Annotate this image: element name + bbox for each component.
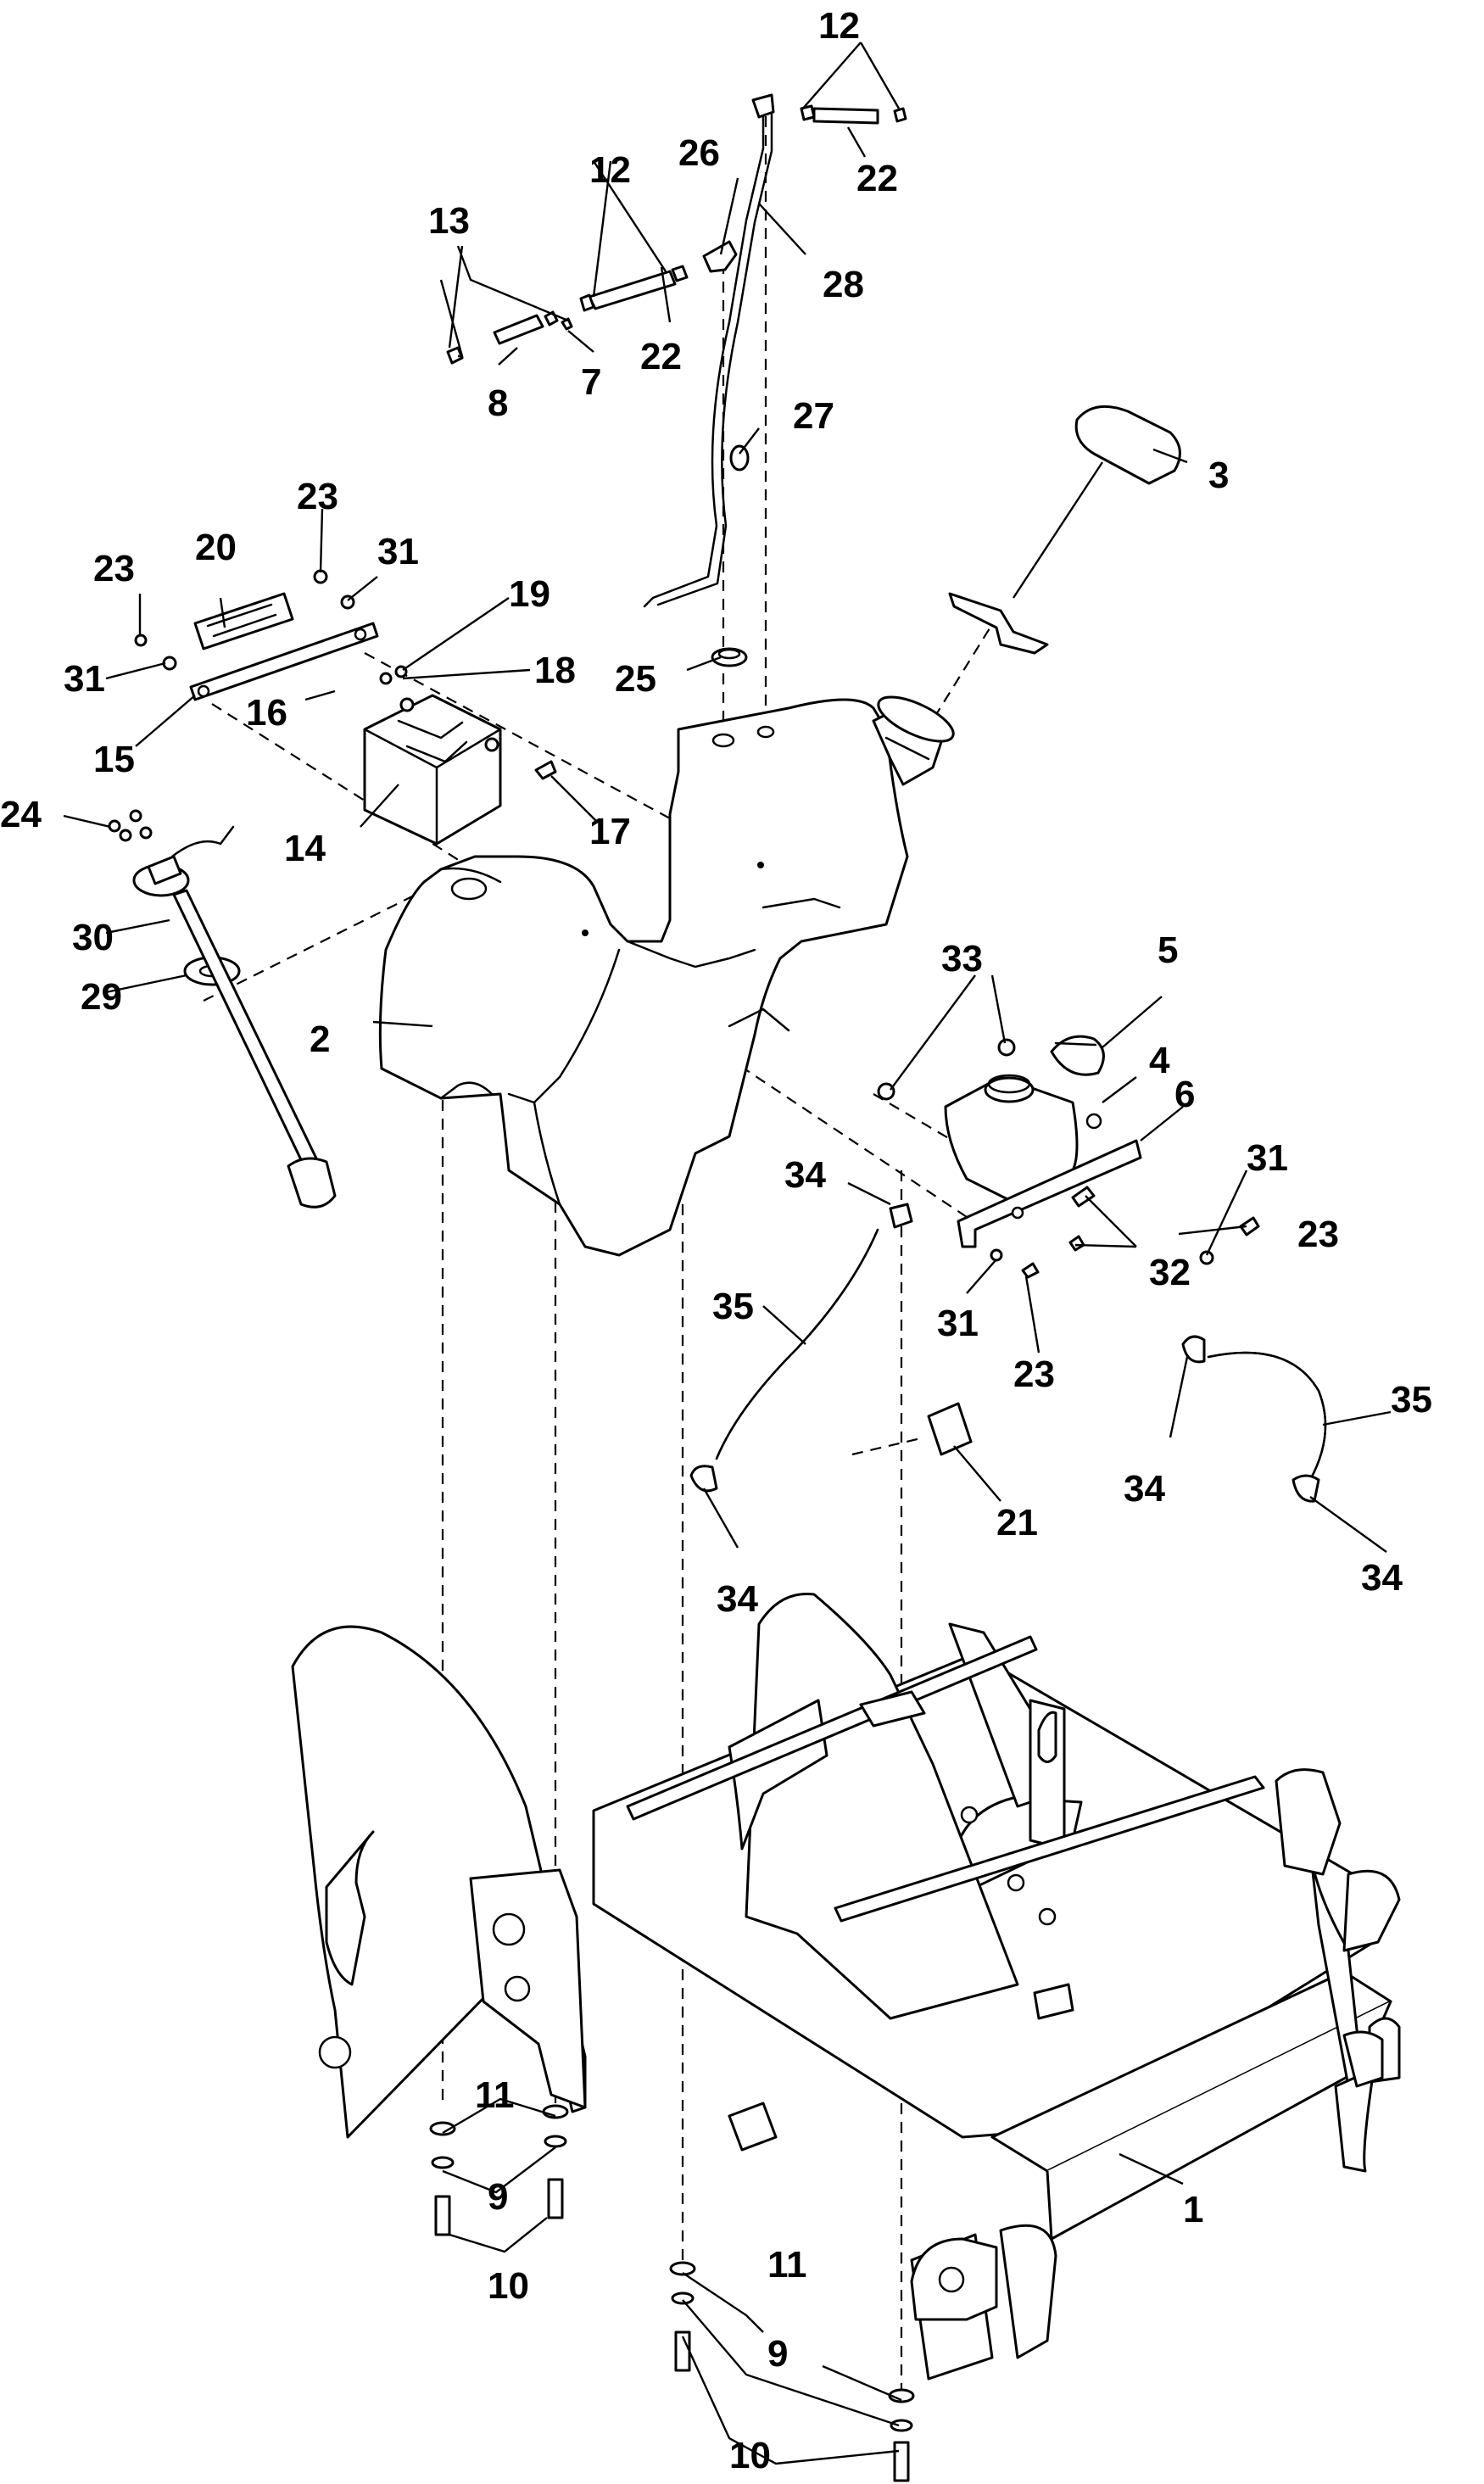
hoses-and-clamps	[446, 93, 907, 667]
callout-5: 5	[1158, 929, 1178, 971]
callout-19: 19	[509, 573, 550, 615]
battery-assembly	[134, 569, 557, 846]
frame-details	[728, 1690, 1074, 2152]
callout-30: 30	[72, 917, 114, 958]
mount-hardware	[429, 2104, 915, 2482]
callout-23-d: 23	[1013, 1354, 1055, 1395]
callout-35-b: 35	[1391, 1379, 1432, 1421]
callout-20: 20	[195, 527, 237, 568]
callout-34-a: 34	[784, 1154, 826, 1196]
callout-34-c: 34	[1124, 1468, 1165, 1510]
leader-lines	[63, 42, 1392, 2465]
fuel-sender	[108, 809, 337, 1209]
frame	[291, 1592, 1401, 2381]
callout-22-b: 22	[856, 158, 898, 199]
callout-12-b: 12	[818, 5, 860, 47]
callout-13: 13	[428, 200, 470, 242]
callout-23-a: 23	[93, 548, 135, 589]
callout-34-b: 34	[717, 1578, 758, 1620]
callout-10-a: 10	[488, 2265, 529, 2307]
callout-2: 2	[310, 1019, 330, 1060]
callout-15: 15	[93, 739, 135, 780]
callout-21: 21	[996, 1502, 1038, 1543]
callout-22-a: 22	[640, 336, 682, 377]
callout-34-d: 34	[1361, 1557, 1403, 1599]
callout-35-a: 35	[712, 1286, 754, 1327]
callout-26: 26	[678, 132, 720, 174]
callout-17: 17	[589, 811, 631, 852]
callout-10-b: 10	[729, 2435, 771, 2476]
reservoir-assembly	[877, 1035, 1260, 1279]
callout-9-b: 9	[767, 2333, 788, 2375]
callout-24: 24	[0, 794, 42, 835]
callout-32: 32	[1149, 1252, 1191, 1293]
callout-18: 18	[534, 650, 576, 691]
callout-6: 6	[1174, 1074, 1195, 1115]
callout-31-a: 31	[64, 658, 105, 700]
callout-28: 28	[823, 264, 864, 305]
callout-9-a: 9	[488, 2176, 508, 2218]
vent-hoses	[689, 1203, 1327, 1503]
callout-31-d: 31	[937, 1303, 979, 1344]
callout-3: 3	[1208, 455, 1229, 496]
callout-29: 29	[81, 976, 122, 1018]
callout-23-b: 23	[297, 476, 338, 517]
callout-labels: 1 2 3 4 5 6 7 8 9 9 10 10 11 11 12 12 13…	[0, 5, 1432, 2476]
callout-7: 7	[581, 361, 601, 403]
callout-8: 8	[488, 382, 508, 424]
callout-12-a: 12	[589, 149, 631, 191]
callout-27: 27	[793, 395, 834, 437]
callout-16: 16	[246, 692, 287, 734]
callout-14: 14	[284, 828, 326, 869]
callout-31-b: 31	[377, 531, 419, 572]
callout-23-c: 23	[1297, 1214, 1339, 1255]
callout-25: 25	[615, 658, 656, 700]
callout-11-b: 11	[767, 2244, 807, 2286]
callout-31-c: 31	[1247, 1137, 1288, 1179]
fuel-tank	[378, 695, 955, 1257]
callout-1: 1	[1183, 2189, 1203, 2230]
fuel-cap-with-strap	[948, 405, 1181, 655]
callout-11-a: 11	[475, 2074, 515, 2116]
callout-33: 33	[941, 938, 983, 980]
callout-4: 4	[1149, 1040, 1170, 1081]
